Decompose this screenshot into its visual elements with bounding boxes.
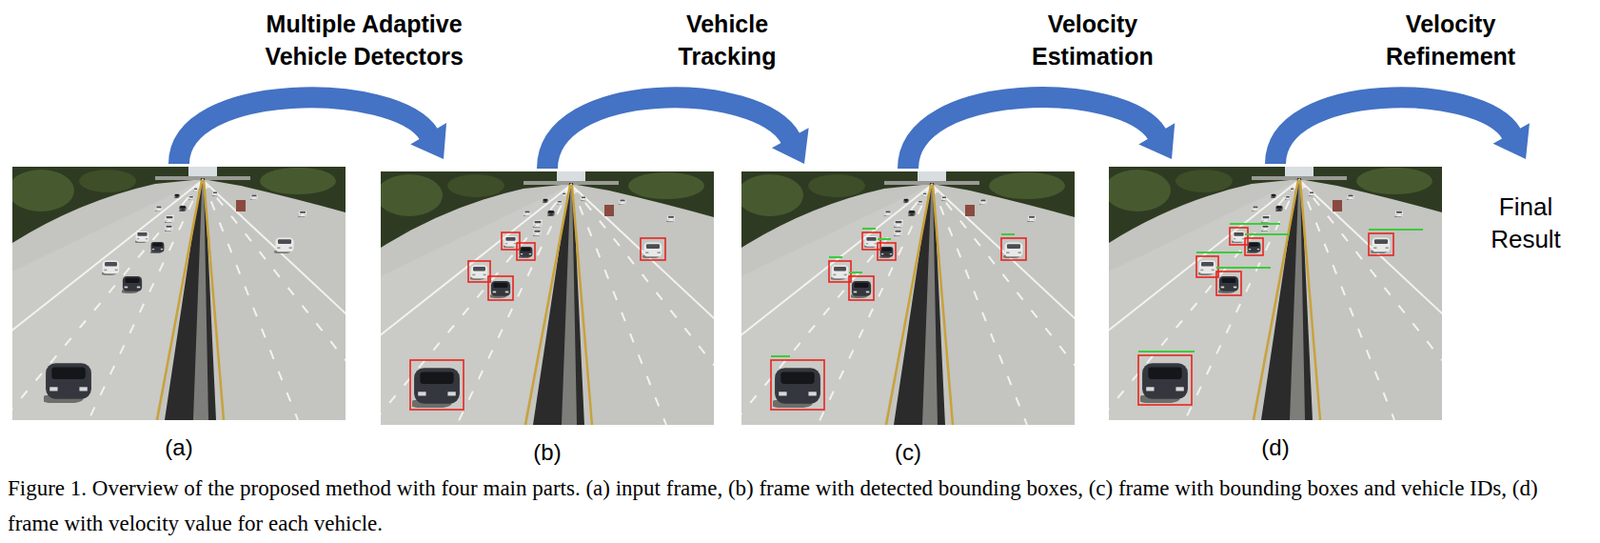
- frame-label: (d): [1108, 433, 1442, 462]
- bounding-boxes: [410, 232, 666, 410]
- flow-arrow: [178, 97, 447, 164]
- image-frame: (a): [12, 166, 346, 420]
- bounding-boxes: [1138, 227, 1394, 405]
- flow-arrow: [547, 97, 810, 169]
- arrow-shaft: [178, 97, 430, 164]
- arrow-shaft: [908, 97, 1158, 169]
- image-frame: (c): [741, 171, 1075, 425]
- image-frame: (b): [380, 171, 714, 425]
- node-text: Final Result: [1482, 190, 1569, 256]
- frame-label: (b): [380, 437, 714, 467]
- result-node: Final Result: [1482, 190, 1569, 256]
- stage-title: Multiple Adaptive Vehicle Detectors: [245, 7, 484, 73]
- velocity-values: [1138, 223, 1423, 352]
- tracking-frame: [627, 171, 1189, 425]
- arrow-shaft: [547, 97, 791, 169]
- velocity-frame: [994, 166, 1557, 420]
- arrow-shaft: [1275, 97, 1512, 164]
- figure-caption: Figure 1. Overview of the proposed metho…: [7, 470, 1593, 541]
- stage-title: Velocity Estimation: [1021, 7, 1165, 73]
- frame-label: (c): [741, 437, 1075, 467]
- bounding-boxes: [770, 232, 1027, 410]
- vehicle-ids: [770, 228, 1015, 356]
- flow-arrow: [908, 97, 1175, 169]
- flow-arrow: [1275, 97, 1530, 164]
- stage-title: Vehicle Tracking: [665, 7, 790, 73]
- frame-label: (a): [12, 433, 346, 462]
- arrow-head: [1493, 122, 1530, 159]
- arrow-head: [1138, 122, 1175, 159]
- arrow-head: [410, 122, 447, 159]
- arrow-head: [771, 127, 810, 164]
- image-frame: (d): [1108, 166, 1442, 420]
- stage-title: Velocity Refinement: [1369, 7, 1532, 73]
